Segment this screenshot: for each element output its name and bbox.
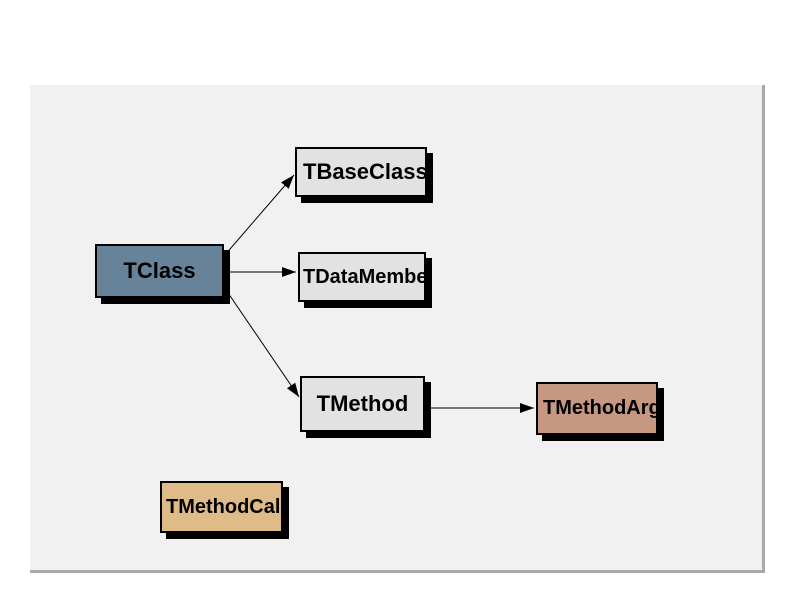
class-box-tmethodarg[interactable]: TMethodArg	[536, 382, 658, 435]
class-box-tbaseclass[interactable]: TBaseClass	[295, 147, 427, 197]
class-box-label: TBaseClass	[303, 159, 427, 184]
class-box-tclass[interactable]: TClass	[95, 244, 224, 298]
class-box-tmethodcall[interactable]: TMethodCall	[160, 481, 283, 533]
class-box-label: TMethodCall	[166, 495, 283, 518]
class-box-label: TMethodArg	[543, 397, 658, 419]
class-box-label: TDataMember	[303, 265, 426, 288]
class-box-label: TClass	[123, 258, 196, 283]
class-box-tmethod[interactable]: TMethod	[300, 376, 425, 432]
class-box-label: TMethod	[316, 391, 409, 416]
class-box-tdatamember[interactable]: TDataMember	[298, 252, 426, 302]
